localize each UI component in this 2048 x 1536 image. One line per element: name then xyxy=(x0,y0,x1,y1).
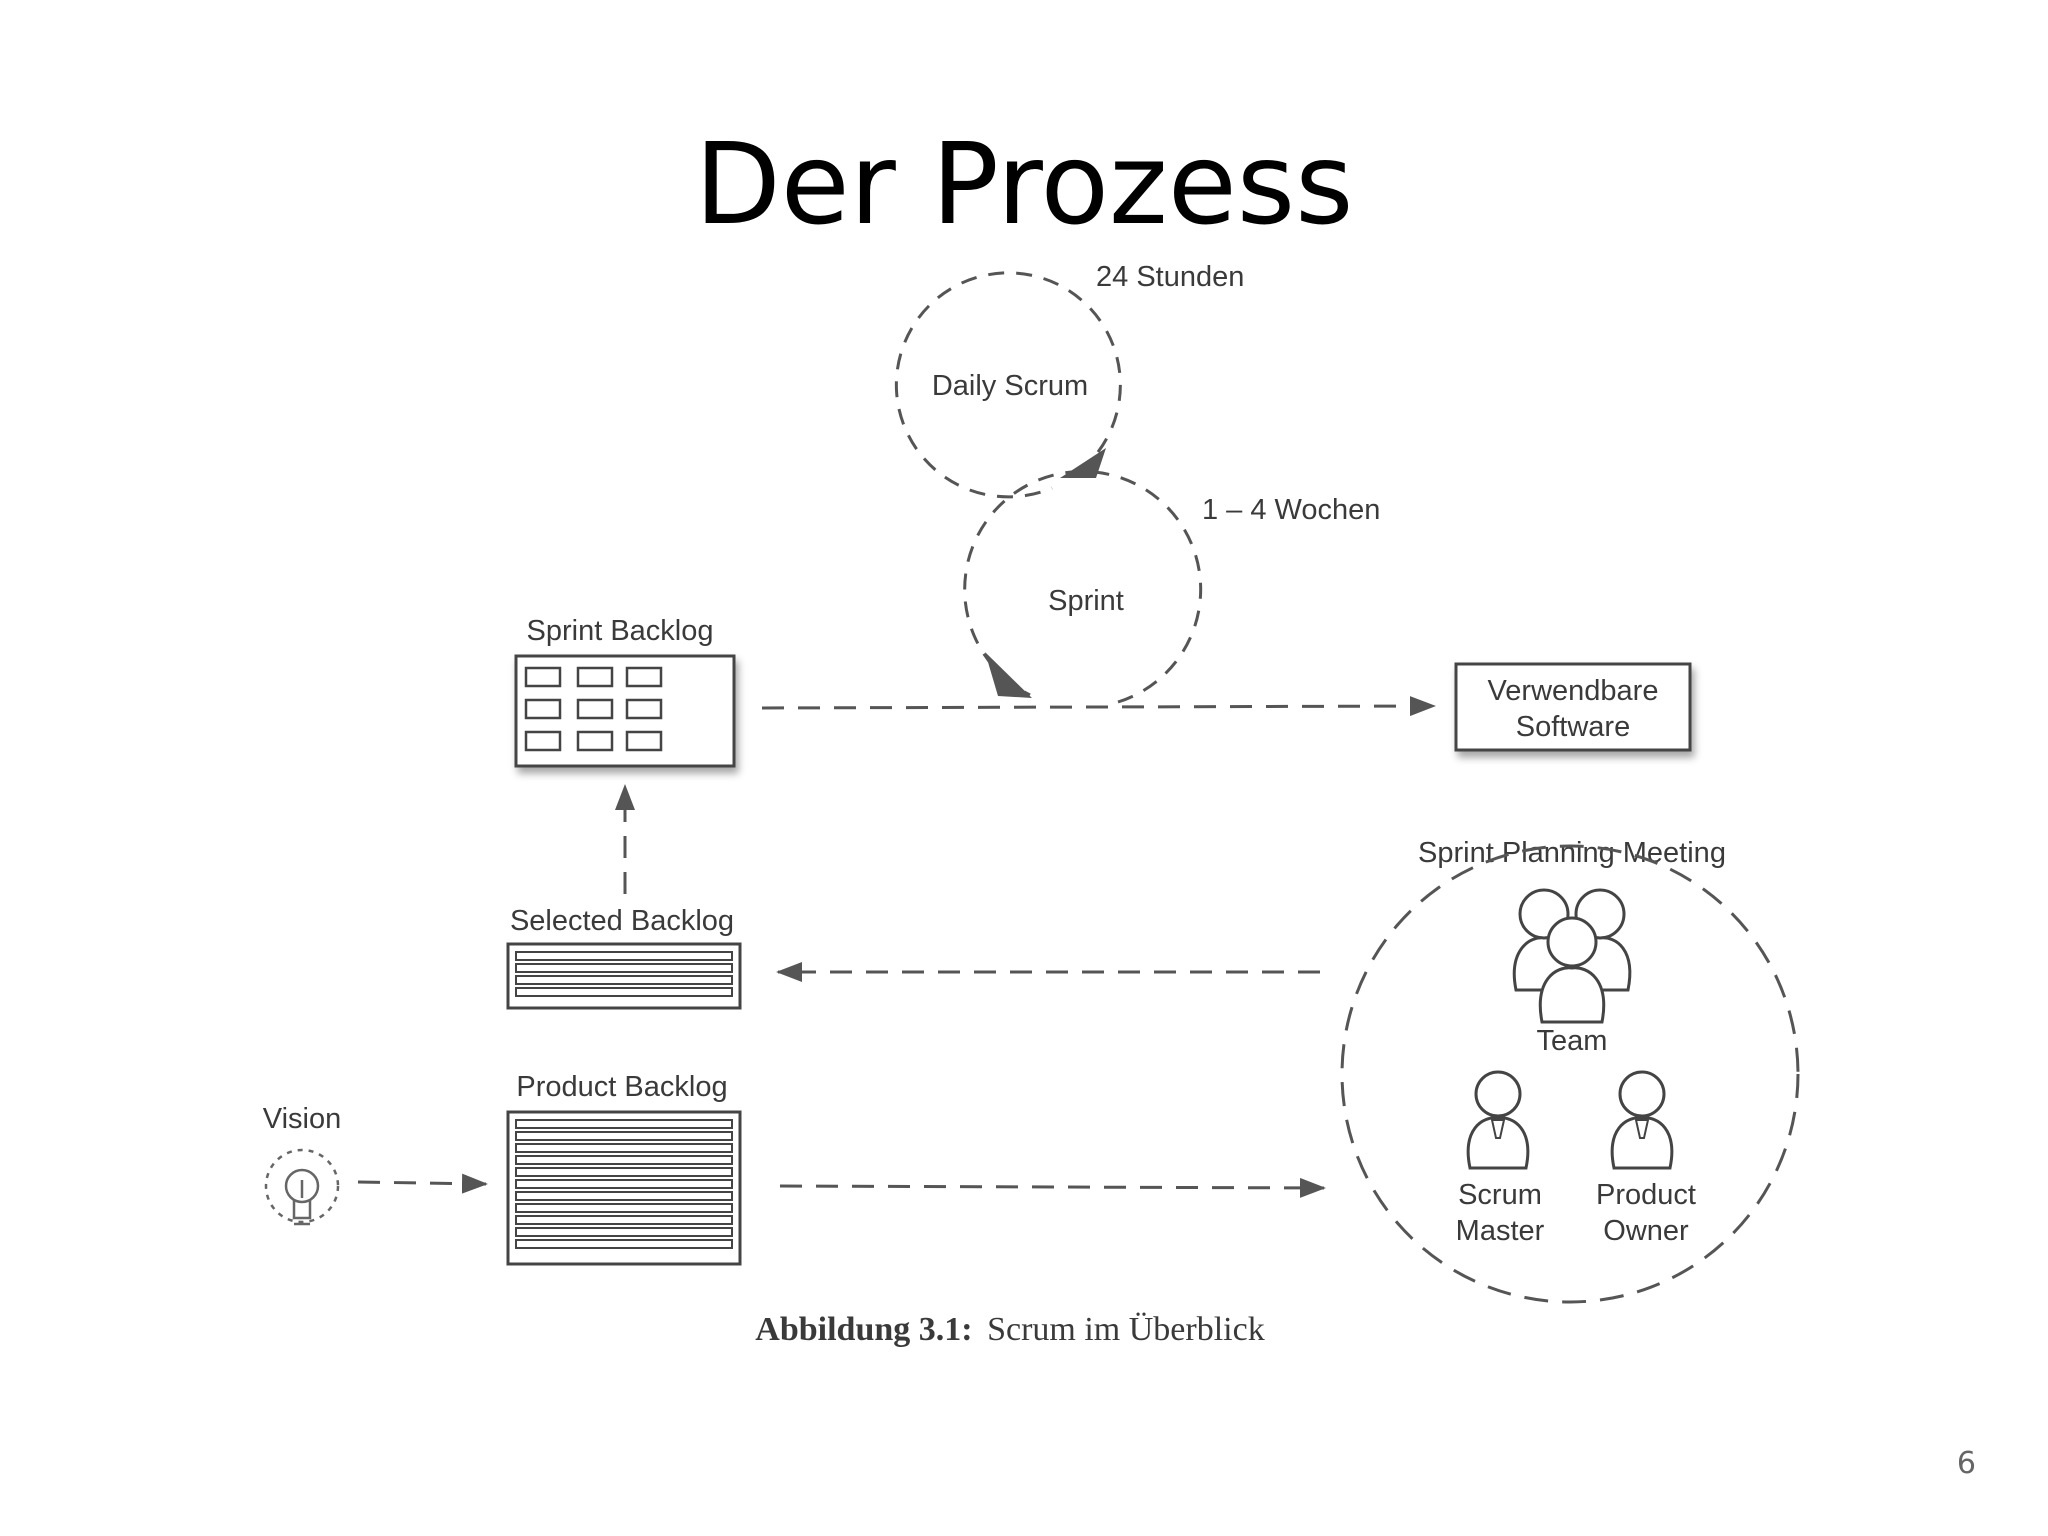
daily-scrum-circle xyxy=(894,271,1122,499)
arrow-to-planning-meeting xyxy=(779,1177,1326,1198)
usable-software-box: Verwendbare Software xyxy=(1454,662,1692,752)
page-number: 6 xyxy=(1956,1446,1976,1481)
slide-title: Der Prozess xyxy=(694,120,1354,250)
sprint-backlog: Sprint Backlog xyxy=(514,615,736,768)
sprint-planning-meeting: Sprint Planning Meeting Team Scrum Maste… xyxy=(1340,837,1800,1304)
product-backlog-label: Product Backlog xyxy=(516,1071,727,1103)
daily-scrum-duration: 24 Stunden xyxy=(1096,261,1244,293)
planning-meeting-title: Sprint Planning Meeting xyxy=(1418,837,1726,869)
figure-caption: Abbildung 3.1: Scrum im Überblick xyxy=(755,1311,1264,1348)
vision-label: Vision xyxy=(263,1103,341,1135)
selected-backlog-label: Selected Backlog xyxy=(510,905,734,937)
sprint-arrow xyxy=(985,652,1032,698)
sprint-backlog-label: Sprint Backlog xyxy=(527,615,714,647)
scrum-master-line2: Master xyxy=(1456,1215,1545,1247)
product-backlog: Product Backlog xyxy=(506,1071,742,1266)
scrum-master-line1: Scrum xyxy=(1458,1179,1542,1211)
lightbulb-icon xyxy=(264,1148,340,1226)
scrum-master-icon xyxy=(1466,1070,1530,1170)
product-owner-icon xyxy=(1610,1070,1674,1170)
planning-meeting-circle xyxy=(1340,844,1800,1304)
daily-scrum-label: Daily Scrum xyxy=(932,370,1088,402)
arrow-to-software xyxy=(761,696,1436,717)
selected-backlog: Selected Backlog xyxy=(506,905,742,1010)
vision: Vision xyxy=(263,1103,488,1226)
software-label-line1: Verwendbare xyxy=(1488,675,1659,707)
sprint-duration: 1 – 4 Wochen xyxy=(1202,494,1380,526)
sprint-label: Sprint xyxy=(1048,585,1124,617)
arrow-to-product-backlog xyxy=(357,1173,488,1194)
caption-number: Abbildung 3.1: xyxy=(755,1311,972,1348)
caption-text: Scrum im Überblick xyxy=(987,1311,1265,1348)
sprint-backlog-board xyxy=(514,654,736,768)
daily-scrum-cycle: Daily Scrum 24 Stunden xyxy=(894,261,1244,499)
team-icon xyxy=(1512,888,1632,1024)
product-owner-line2: Owner xyxy=(1603,1215,1689,1247)
sprint-cycle: Sprint 1 – 4 Wochen xyxy=(963,469,1380,704)
software-label-line2: Software xyxy=(1516,711,1630,743)
product-owner-line1: Product xyxy=(1596,1179,1696,1211)
team-label: Team xyxy=(1537,1025,1608,1057)
task-cards xyxy=(524,666,663,752)
